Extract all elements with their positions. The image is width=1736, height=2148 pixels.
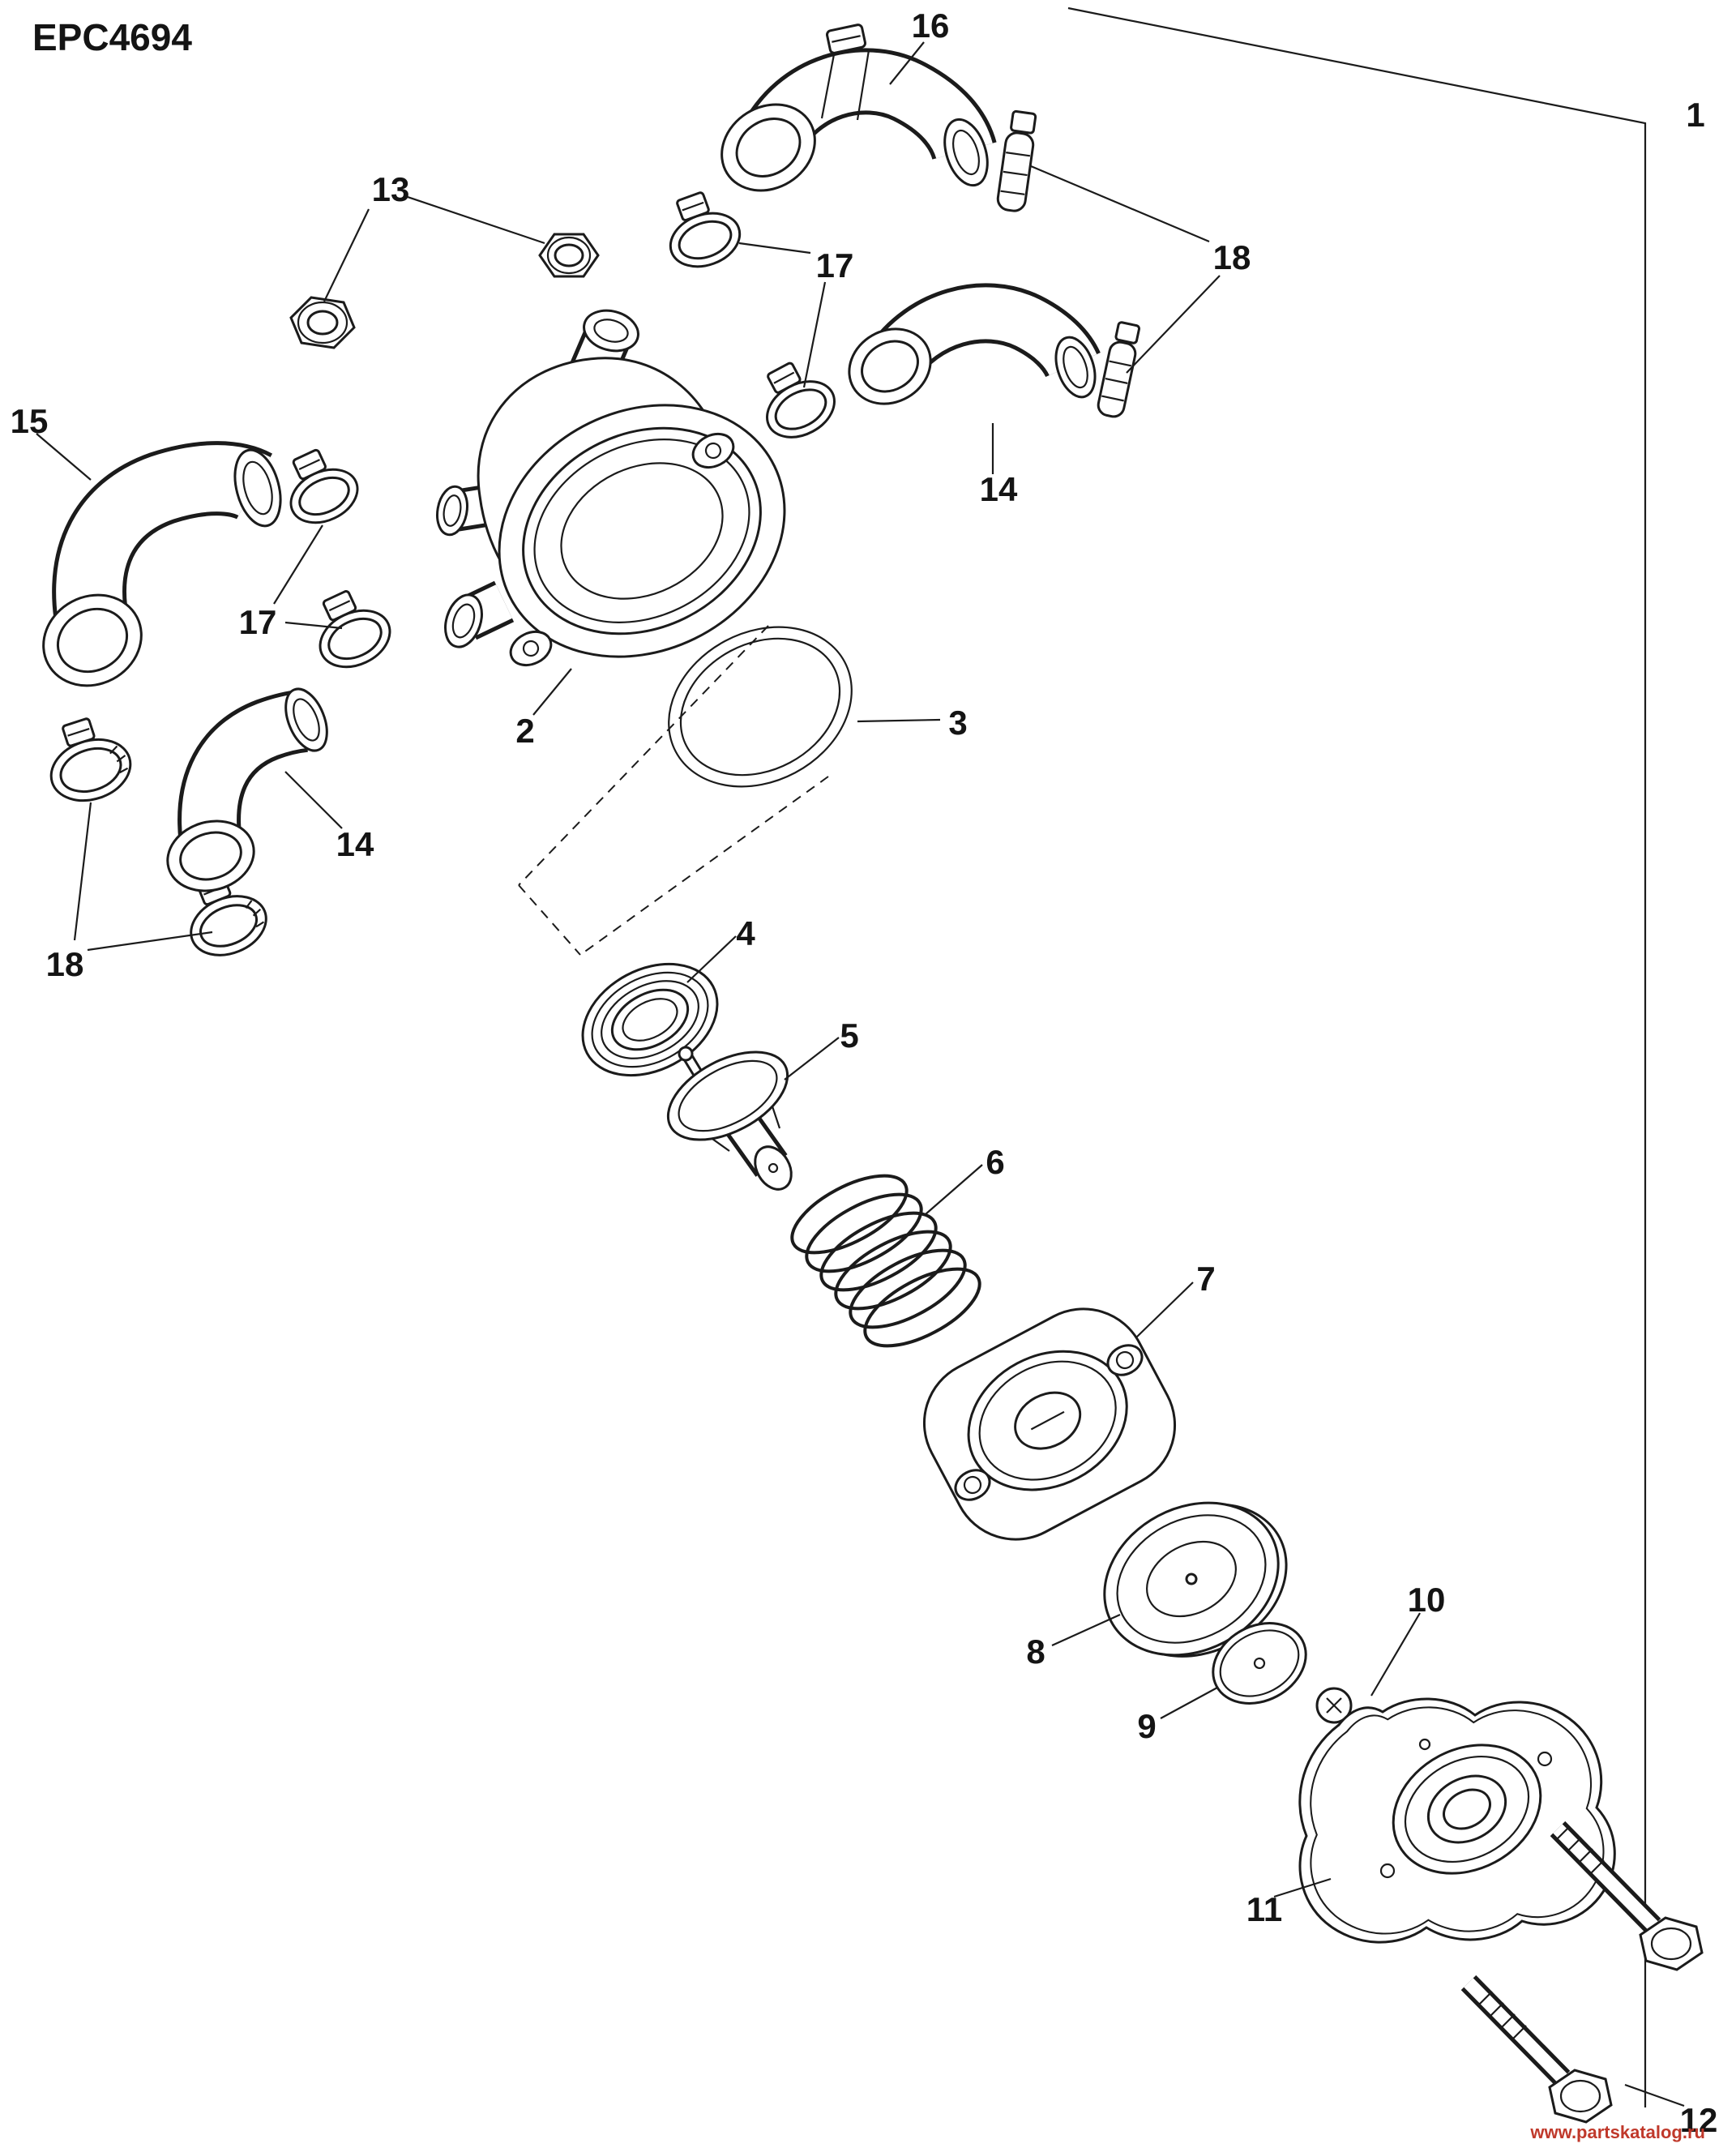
callout-2: 2 (515, 712, 534, 750)
part-3-o-ring (668, 626, 853, 788)
watermark: www.partskatalog.ru (1529, 2122, 1705, 2142)
leader-lines (36, 41, 1685, 2107)
callout-18-lower-left: 18 (46, 945, 84, 983)
projection-dashed-lines (518, 625, 829, 956)
callout-14-right: 14 (980, 470, 1018, 508)
callout-14-lower-left: 14 (336, 825, 374, 863)
part-16-elbow-fitting (720, 24, 997, 192)
part-7-thermostat-plate (922, 1307, 1177, 1541)
part-2-thermostat-housing (436, 309, 786, 667)
part-14-elbow-fitting-lower-left (166, 687, 328, 892)
callout-17-upper: 17 (816, 246, 854, 285)
callout-12: 12 (1680, 2101, 1718, 2139)
part-5-thermostat (666, 1046, 793, 1191)
part-15-elbow-fitting-left (42, 441, 282, 687)
callout-7: 7 (1196, 1260, 1215, 1298)
part-18-clamp-right (1097, 321, 1141, 418)
part-18-clamp-left-a (49, 717, 132, 802)
part-11-cover (1298, 1697, 1616, 1944)
part-1-assembly-bracket-line (1067, 6, 1647, 2107)
part-4-seal-ring (581, 962, 719, 1077)
part-17-clamp-c (289, 448, 359, 524)
callout-13: 13 (372, 170, 410, 208)
callout-18-upper: 18 (1213, 238, 1251, 276)
part-12-hex-bolt-a (1550, 1821, 1704, 1971)
callout-4: 4 (736, 914, 755, 952)
part-18-clamp-left-b (190, 875, 267, 956)
callout-3: 3 (948, 704, 967, 742)
callout-6: 6 (986, 1143, 1004, 1181)
callout-9: 9 (1137, 1707, 1156, 1745)
callout-15: 15 (11, 402, 49, 440)
part-18-clamp-upper (996, 109, 1037, 212)
callout-17-left: 17 (239, 603, 277, 641)
part-6-spring (790, 1174, 981, 1348)
part-9-washer-disc (1212, 1622, 1307, 1705)
callout-10: 10 (1408, 1581, 1446, 1619)
part-14-elbow-fitting-right (848, 283, 1101, 405)
labels: EPC4694 16 1 13 17 18 14 15 17 2 3 14 18… (11, 6, 1718, 2142)
part-13-hex-nut-b (538, 233, 600, 278)
part-17-clamp-d (319, 590, 391, 669)
diagram-code: EPC4694 (32, 16, 192, 58)
callout-5: 5 (840, 1016, 858, 1055)
part-12-hex-bolt-b (1460, 1975, 1613, 2124)
part-13-hex-nut-a (289, 296, 356, 349)
part-17-clamp-b (766, 362, 836, 439)
callout-1: 1 (1686, 96, 1704, 134)
callout-16: 16 (912, 6, 950, 45)
callout-8: 8 (1026, 1632, 1045, 1671)
part-17-clamp-a (669, 191, 742, 268)
callout-11: 11 (1246, 1890, 1282, 1928)
